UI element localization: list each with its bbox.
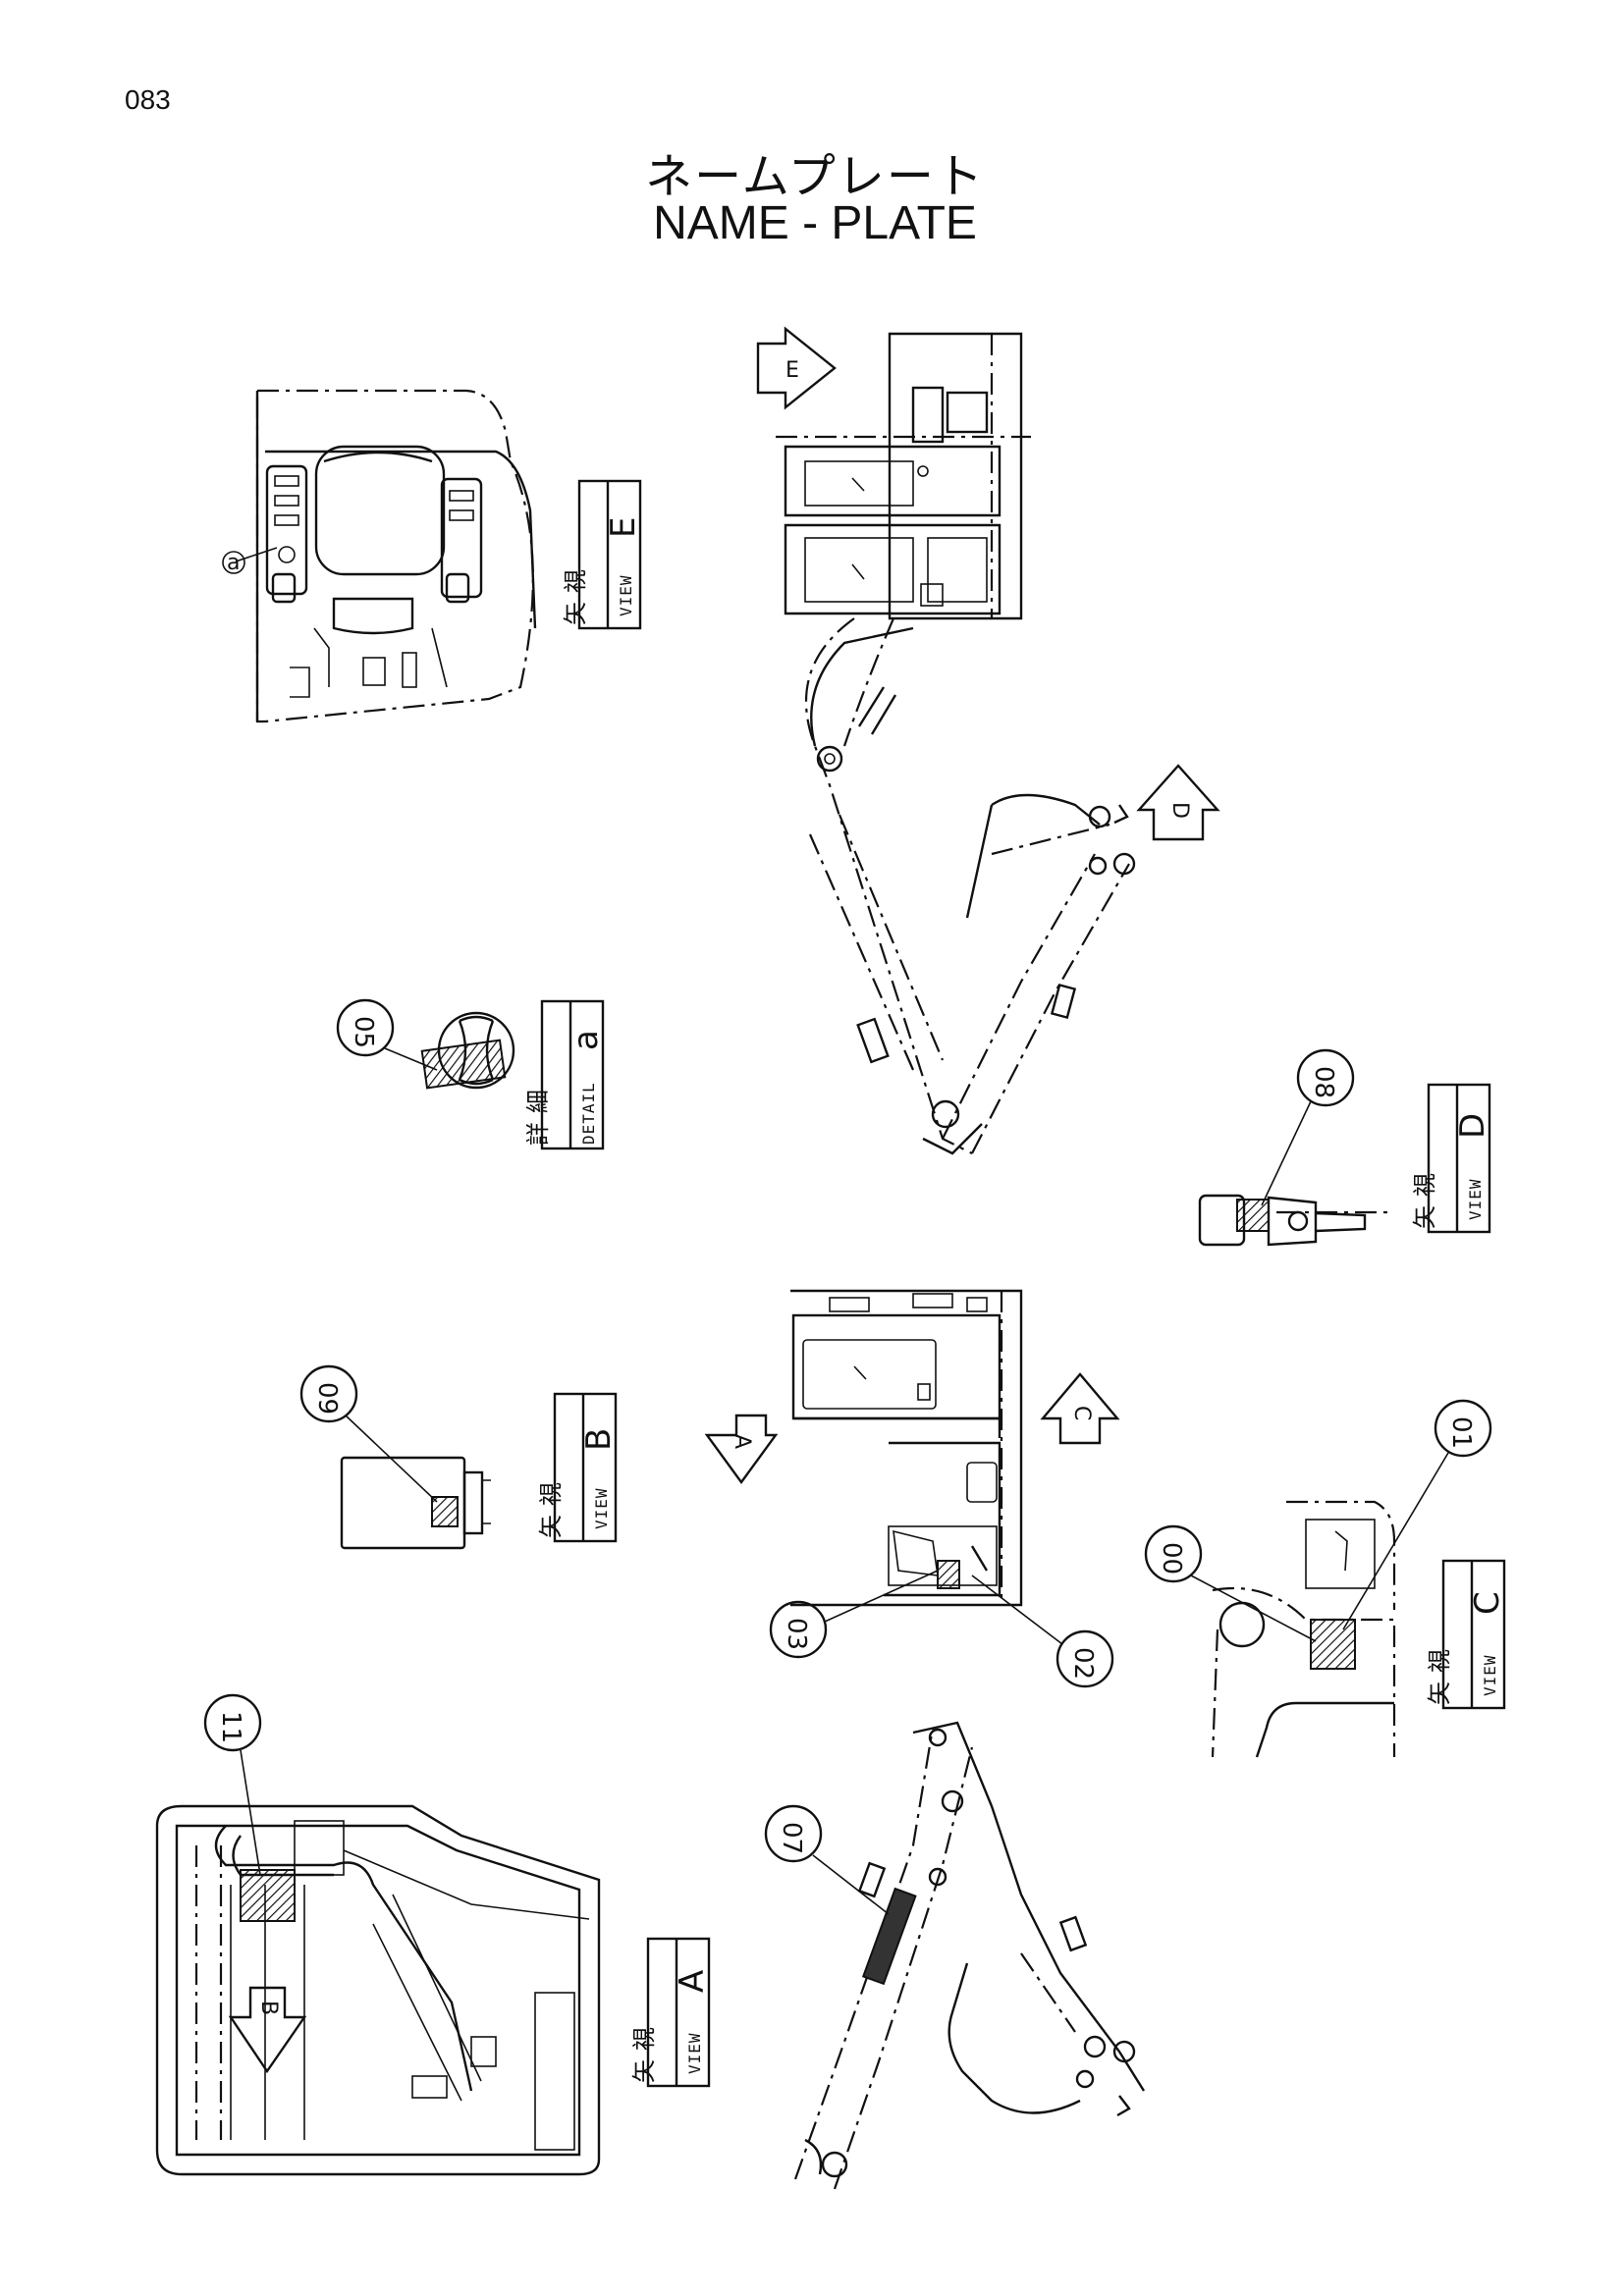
svg-text:矢: 矢 bbox=[562, 602, 589, 625]
callout-08: 08 bbox=[1261, 1048, 1355, 1206]
svg-text:視: 視 bbox=[630, 2027, 658, 2051]
view-label-e: 矢 視 VIEW E bbox=[562, 479, 643, 630]
machine-body-drawing bbox=[790, 1289, 1023, 1607]
svg-text:DETAIL: DETAIL bbox=[579, 1082, 598, 1145]
svg-text:視: 視 bbox=[1426, 1649, 1453, 1673]
svg-text:細: 細 bbox=[524, 1090, 552, 1113]
view-label-b: 矢 視 VIEW B bbox=[537, 1392, 619, 1543]
svg-text:D: D bbox=[1167, 802, 1192, 819]
svg-text:05: 05 bbox=[349, 1016, 378, 1048]
callout-05: 05 bbox=[336, 998, 438, 1071]
callout-03: 03 bbox=[769, 1570, 939, 1659]
view-label-detail-a: 詳 細 DETAIL a bbox=[524, 999, 606, 1150]
callout-07: 07 bbox=[764, 1804, 890, 1915]
svg-text:矢: 矢 bbox=[537, 1515, 565, 1538]
svg-text:01: 01 bbox=[1446, 1416, 1476, 1449]
view-label-c: 矢 視 VIEW C bbox=[1426, 1559, 1507, 1710]
callout-11: 11 bbox=[203, 1693, 262, 1876]
svg-text:C: C bbox=[1069, 1406, 1094, 1420]
svg-text:a: a bbox=[567, 1030, 606, 1050]
callout-02: 02 bbox=[971, 1575, 1114, 1688]
page-title-japanese: ネームプレート bbox=[645, 149, 985, 204]
callout-00: 00 bbox=[1144, 1524, 1317, 1642]
svg-text:矢: 矢 bbox=[1411, 1205, 1438, 1229]
svg-text:視: 視 bbox=[562, 569, 589, 593]
view-arrow-d: D bbox=[1136, 764, 1220, 841]
svg-text:C: C bbox=[1468, 1591, 1507, 1615]
svg-text:00: 00 bbox=[1157, 1542, 1186, 1575]
svg-text:詳: 詳 bbox=[524, 1122, 552, 1146]
svg-text:07: 07 bbox=[777, 1822, 806, 1854]
excavator-top-drawing bbox=[776, 332, 1136, 1155]
svg-text:VIEW: VIEW bbox=[1466, 1178, 1485, 1220]
svg-text:A: A bbox=[673, 1970, 712, 1993]
svg-text:E: E bbox=[785, 358, 799, 383]
svg-text:VIEW: VIEW bbox=[1481, 1654, 1499, 1696]
svg-text:矢: 矢 bbox=[1426, 1682, 1453, 1705]
svg-text:08: 08 bbox=[1309, 1066, 1338, 1098]
svg-text:11: 11 bbox=[216, 1711, 245, 1743]
svg-text:VIEW: VIEW bbox=[685, 2032, 704, 2074]
page-title-english: NAME - PLATE bbox=[653, 197, 977, 249]
detail-a-drawing bbox=[420, 1011, 515, 1090]
svg-text:09: 09 bbox=[312, 1382, 342, 1415]
view-c-drawing bbox=[1211, 1500, 1396, 1758]
svg-text:VIEW: VIEW bbox=[592, 1487, 611, 1529]
svg-text:視: 視 bbox=[537, 1482, 565, 1506]
view-a-drawing: B bbox=[155, 1804, 601, 2176]
view-label-d: 矢 視 VIEW D bbox=[1411, 1083, 1492, 1234]
svg-text:視: 視 bbox=[1411, 1173, 1438, 1197]
page-number: 083 bbox=[125, 84, 171, 115]
svg-text:VIEW: VIEW bbox=[617, 574, 635, 616]
svg-text:B: B bbox=[579, 1428, 619, 1451]
svg-text:B: B bbox=[256, 2001, 281, 2015]
view-b-drawing bbox=[340, 1456, 491, 1550]
callout-01: 01 bbox=[1342, 1399, 1492, 1630]
boom-arm-bottom-drawing bbox=[793, 1721, 1146, 2190]
svg-text:D: D bbox=[1453, 1113, 1492, 1139]
callout-09: 09 bbox=[299, 1364, 438, 1503]
view-label-a: 矢 視 VIEW A bbox=[630, 1937, 712, 2088]
view-d-drawing bbox=[1198, 1194, 1394, 1247]
svg-text:E: E bbox=[604, 517, 643, 538]
view-arrow-e: E bbox=[756, 326, 837, 410]
detail-marker-letter: a bbox=[227, 551, 240, 575]
svg-text:A: A bbox=[730, 1434, 754, 1449]
svg-text:02: 02 bbox=[1068, 1647, 1098, 1680]
svg-text:矢: 矢 bbox=[630, 2059, 658, 2083]
view-arrow-c: C bbox=[1040, 1372, 1120, 1445]
cab-interior-drawing: a bbox=[222, 389, 537, 723]
svg-text:03: 03 bbox=[782, 1618, 811, 1650]
view-arrow-a: A bbox=[704, 1414, 779, 1485]
